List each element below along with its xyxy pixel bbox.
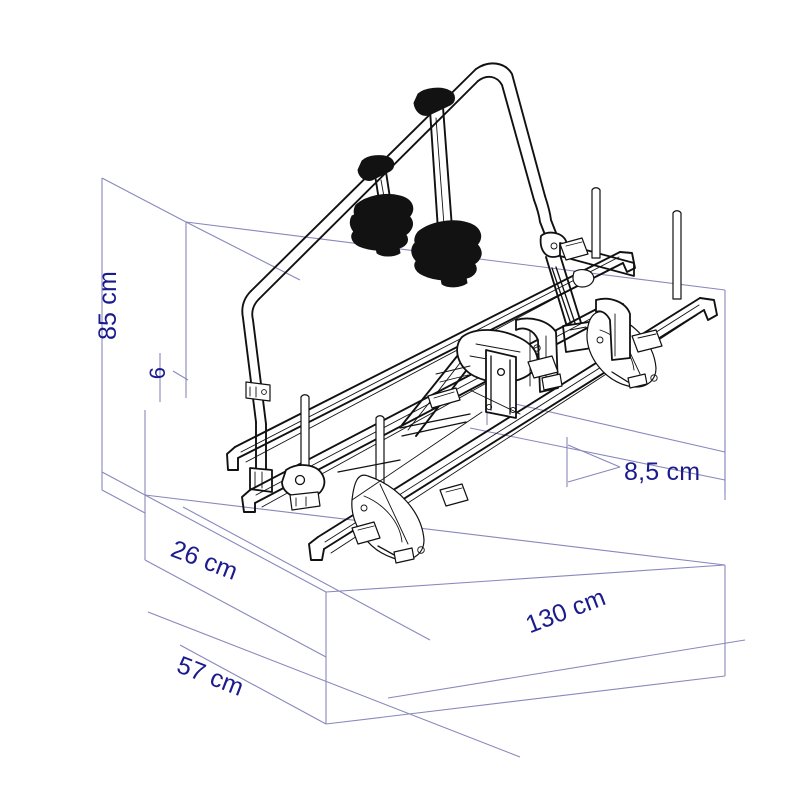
bike-frame-holder-arm-2 xyxy=(411,87,482,288)
rail-fasteners xyxy=(351,237,663,545)
bike-frame-clamp-2 xyxy=(411,220,482,288)
dimension-label-overall-height: 85 cm xyxy=(94,270,123,341)
bike-frame-clamp-1 xyxy=(349,193,414,257)
dimension-label-mount-bracket-depth: 8,5 cm xyxy=(624,458,701,486)
bike-frame-holder-arm-1 xyxy=(349,155,414,257)
dimension-construction-box xyxy=(101,177,746,758)
wheel-tray-front xyxy=(351,474,425,564)
dimension-label-lower-rail-offset-height: 6 xyxy=(145,366,171,380)
bike-carrier-illustration xyxy=(226,62,718,564)
